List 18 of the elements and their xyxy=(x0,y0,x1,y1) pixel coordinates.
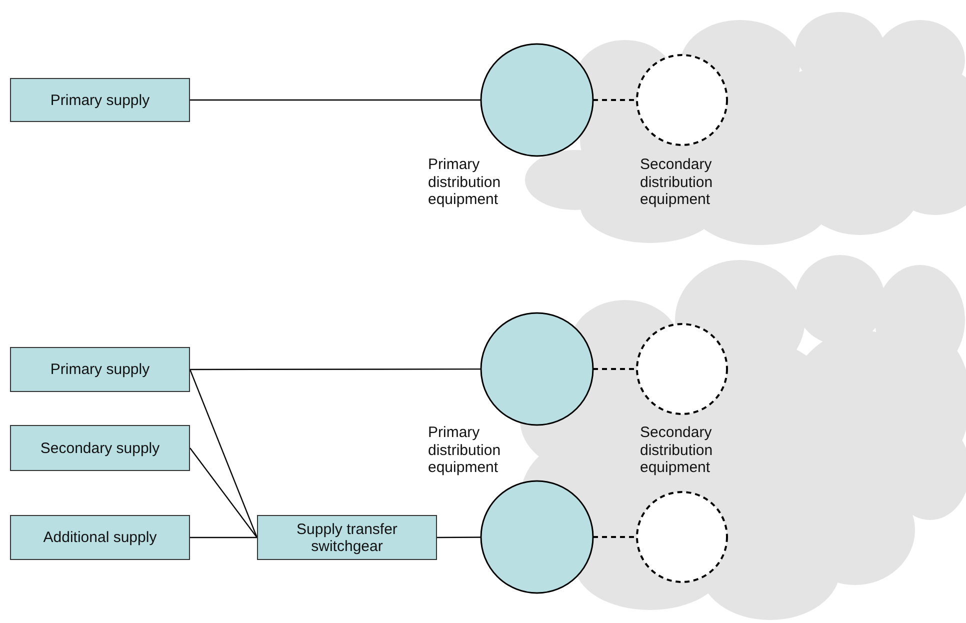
process-box: Additional supply xyxy=(10,515,190,560)
process-box: Supply transfer switchgear xyxy=(257,515,437,560)
dashed-connector xyxy=(593,536,637,538)
node-label: Primary distribution equipment xyxy=(428,156,502,208)
connector-line xyxy=(190,99,481,101)
connector-line xyxy=(190,368,481,370)
connector-line xyxy=(190,536,257,538)
dashed-connector xyxy=(593,99,637,101)
process-box: Primary supply xyxy=(10,78,190,122)
connector-line xyxy=(189,369,258,538)
node-label: Primary distribution equipment xyxy=(428,424,502,476)
connector-line xyxy=(190,448,258,538)
connector-line xyxy=(437,536,481,538)
dashed-connector xyxy=(593,368,637,370)
process-box: Secondary supply xyxy=(10,425,190,471)
process-box: Primary supply xyxy=(10,347,190,392)
node-label: Secondary distribution equipment xyxy=(640,424,714,476)
node-label: Secondary distribution equipment xyxy=(640,156,714,208)
